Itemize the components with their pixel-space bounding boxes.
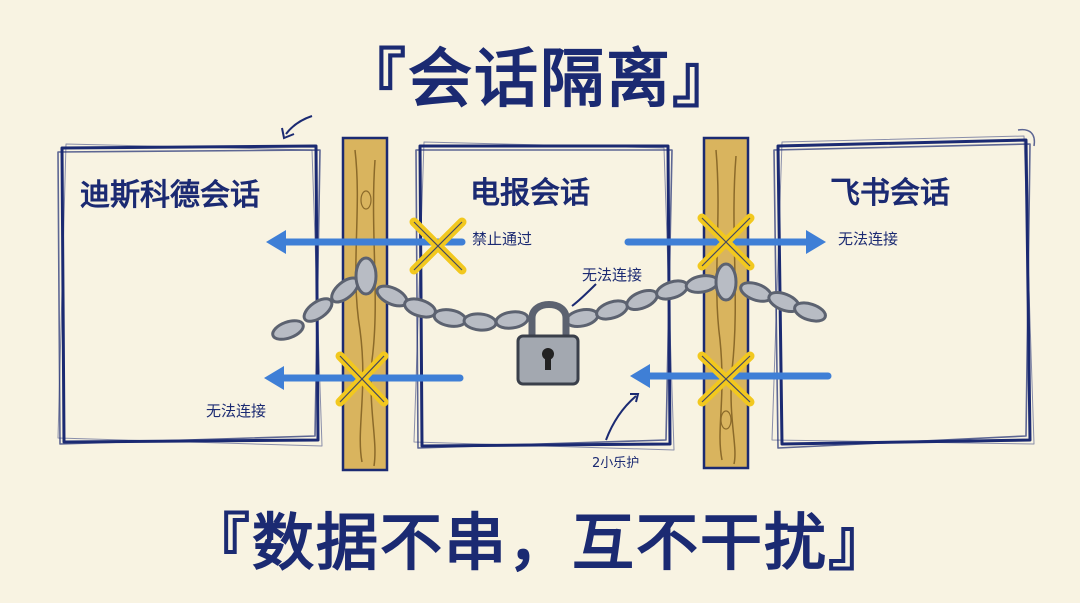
note-cannot-connect-lock: 无法连接	[582, 266, 643, 284]
lock-pointer-arrow	[571, 283, 597, 307]
session-label-telegram: 电报会话	[470, 176, 590, 211]
page-title: 『会话隔离』	[342, 43, 738, 117]
session-box-discord	[57, 143, 323, 447]
padlock-icon	[516, 301, 580, 386]
note-blocked-pass: 禁止通过	[472, 230, 533, 248]
chain-icon	[271, 256, 827, 341]
protection-pointer-arrow	[605, 395, 637, 441]
wooden-post-left	[341, 136, 389, 472]
session-label-feishu: 飞书会话	[830, 176, 950, 211]
note-cannot-connect-right: 无法连接	[838, 230, 899, 248]
session-box-telegram	[413, 141, 675, 451]
arrow-heads	[264, 230, 826, 390]
wooden-post-right	[702, 136, 750, 470]
note-protection: 2小乐护	[592, 456, 640, 471]
session-label-discord: 迪斯科德会话	[80, 178, 260, 213]
page-subtitle: 『数据不串，互不干扰』	[187, 506, 892, 579]
note-cannot-connect-left: 无法连接	[206, 402, 267, 420]
curved-arrow-icon	[285, 115, 313, 135]
session-box-feishu	[771, 128, 1036, 449]
